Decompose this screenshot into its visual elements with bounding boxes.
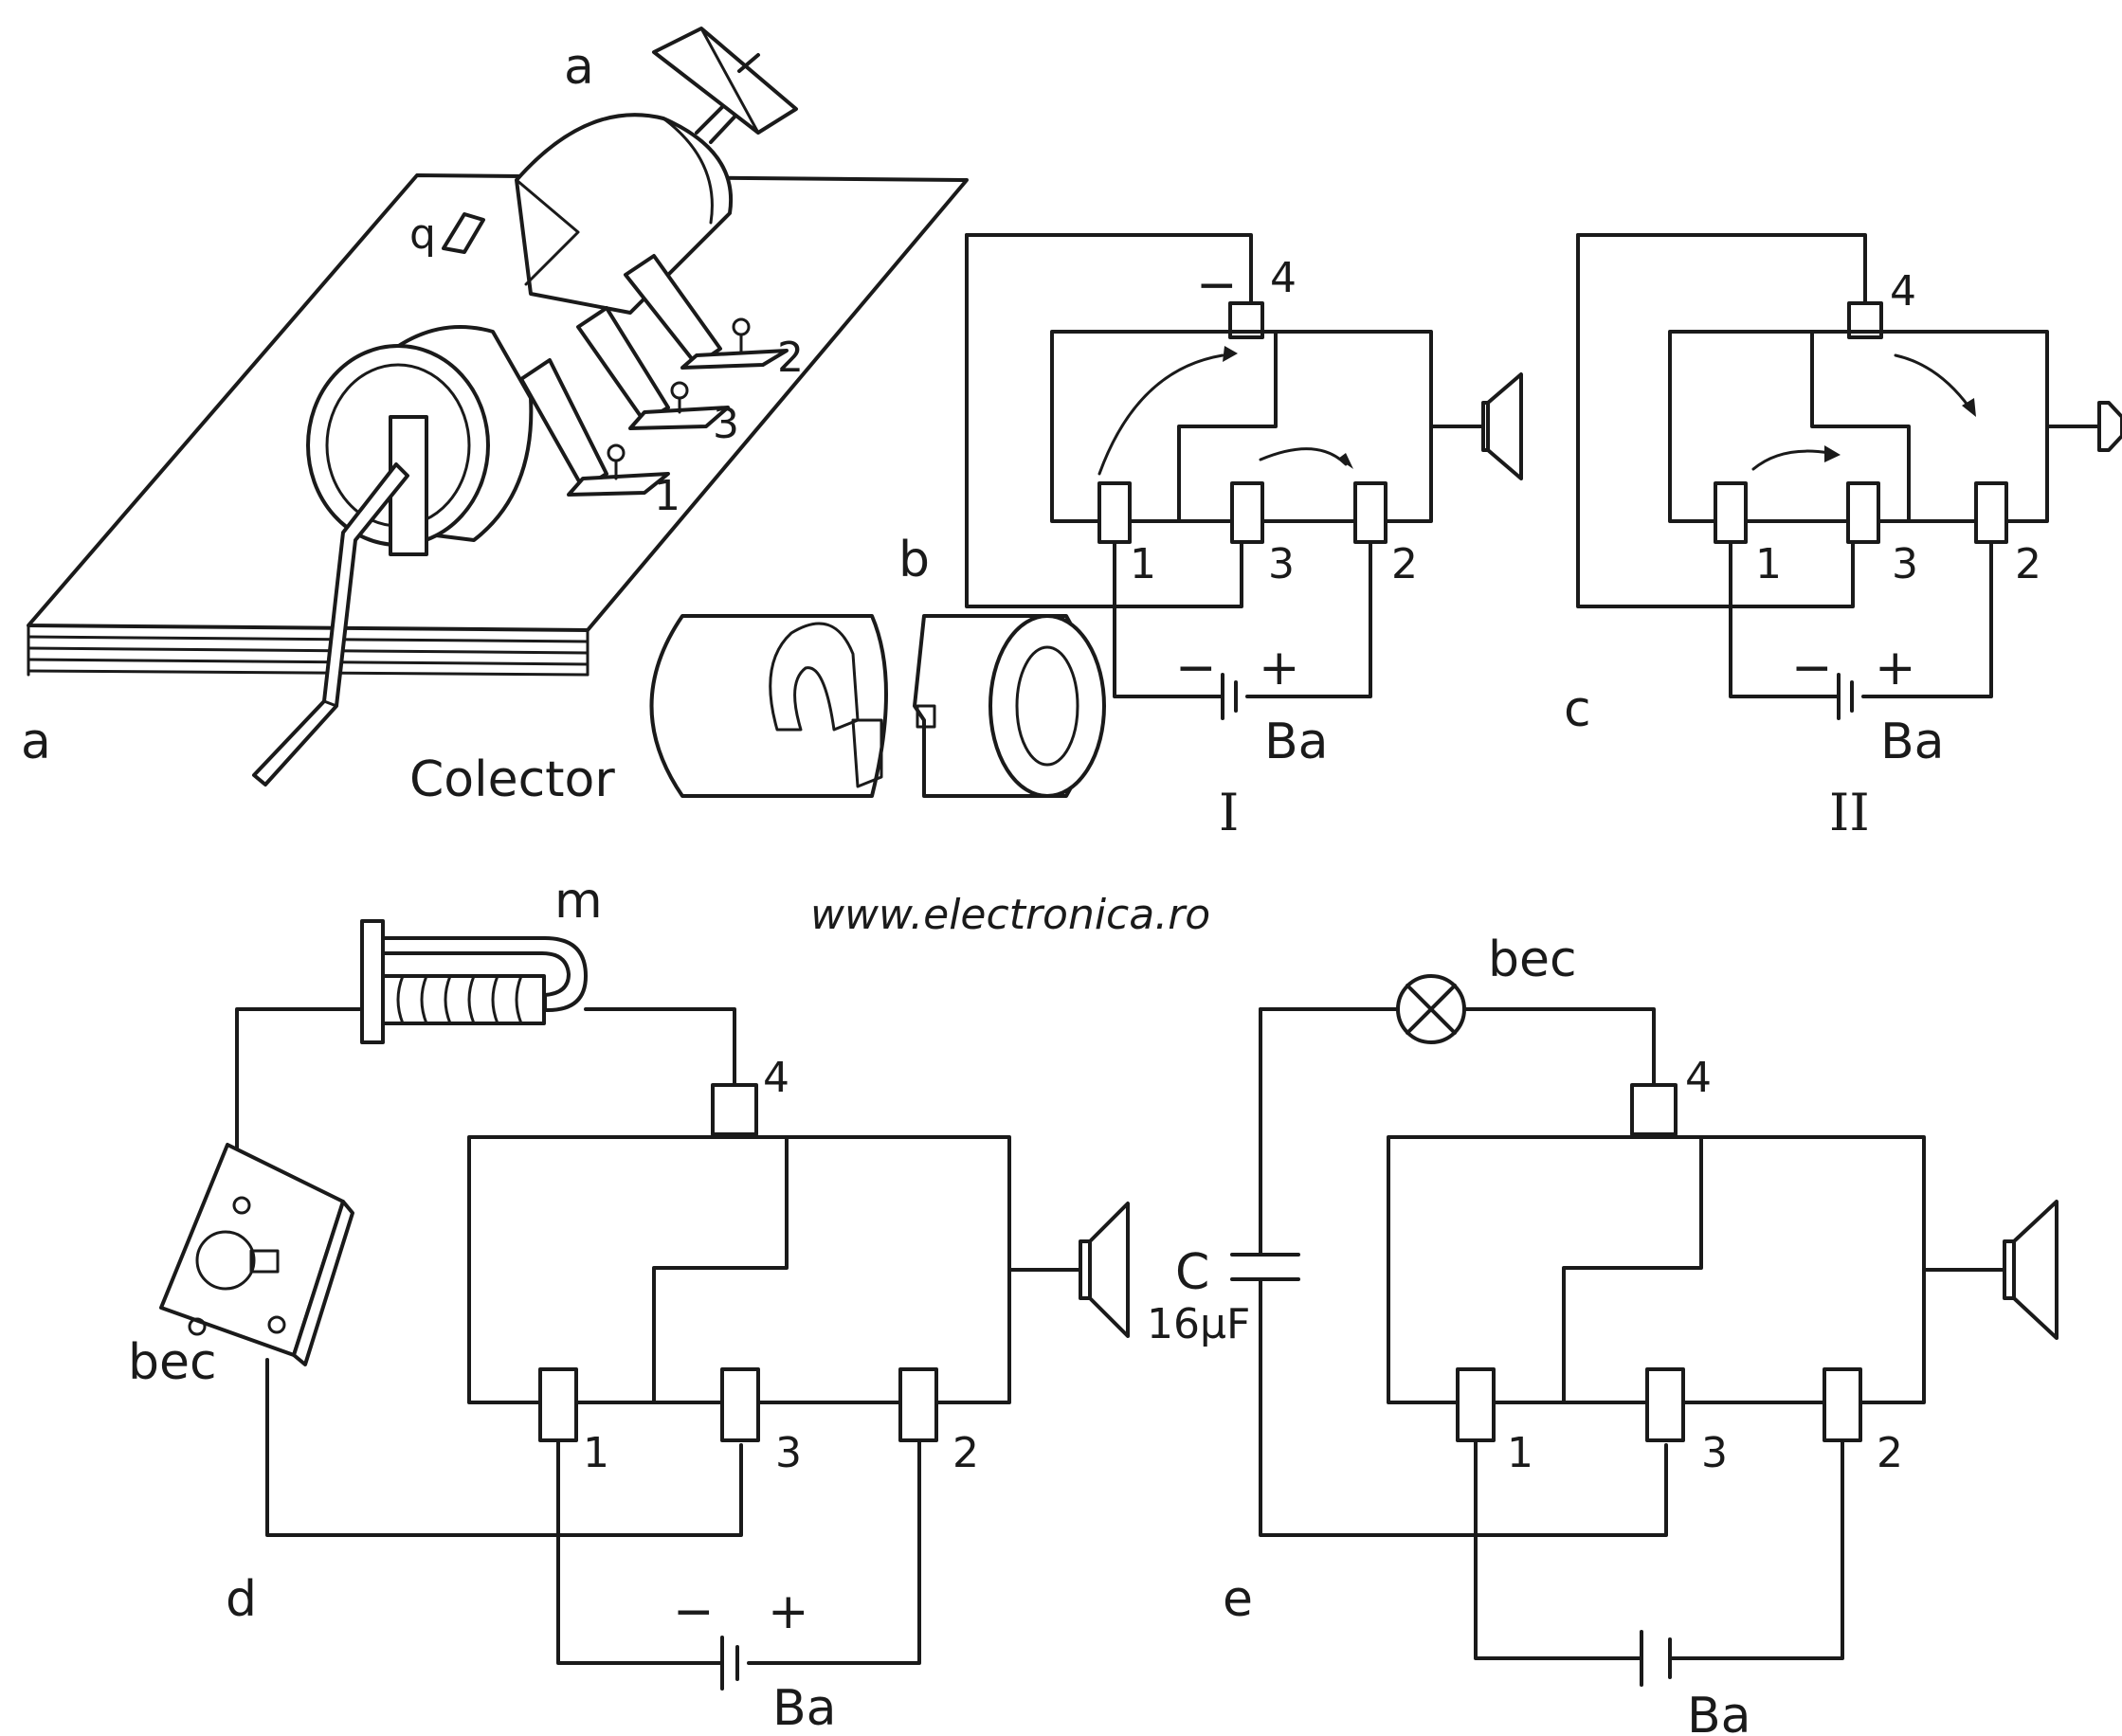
panel-letter-d: d — [226, 1571, 257, 1628]
label-terminal-3: 3 — [713, 400, 739, 448]
pulley-top — [652, 27, 798, 144]
housing-cylinder — [515, 113, 734, 315]
label-battery: Ba — [1880, 714, 1945, 770]
label-bat-plus: + — [1875, 640, 1916, 696]
capacitor-c — [1230, 1253, 1300, 1281]
brush-strips — [519, 254, 789, 497]
label-terminal-1: 1 — [654, 472, 680, 520]
label-terminal-1: 1 — [1507, 1429, 1533, 1477]
label-bec: bec — [128, 1334, 217, 1391]
label-battery: Ba — [1687, 1688, 1751, 1736]
collector-illustration: Colector — [409, 614, 1106, 808]
label-terminal-1: 1 — [1755, 540, 1782, 588]
label-bat-minus: − — [1791, 640, 1833, 696]
label-terminal-2: 2 — [1391, 540, 1418, 588]
lamp-bec-symbol — [1396, 974, 1466, 1044]
panel-letter-a: a — [21, 714, 51, 770]
label-roman-II: II — [1829, 783, 1870, 842]
label-bat-minus: − — [673, 1583, 715, 1640]
motor-m — [360, 919, 588, 1044]
panel-b-circuit-I: − 4 1 3 2 − + Ba I b — [898, 233, 1523, 842]
label-brush-4: 4 — [1685, 1054, 1712, 1102]
label-bat-plus: + — [768, 1583, 809, 1640]
lamp-bec — [159, 1143, 354, 1366]
label-terminal-3: 3 — [1892, 540, 1918, 588]
label-q: q — [409, 210, 436, 259]
label-motor-m: m — [554, 873, 603, 930]
tab-q — [442, 212, 485, 254]
panel-letter-c: c — [1564, 681, 1591, 738]
panel-e-circuit: bec 4 C 16μF 1 3 2 Ba e — [1147, 931, 2059, 1736]
label-terminal-3: 3 — [775, 1429, 802, 1477]
label-battery: Ba — [1264, 714, 1329, 770]
label-terminal-2: 2 — [2015, 540, 2041, 588]
label-capacitor-value: 16μF — [1147, 1300, 1250, 1348]
label-terminal-1: 1 — [1130, 540, 1156, 588]
panel-a-mechanism: a q 2 3 1 a — [21, 27, 969, 787]
label-battery: Ba — [772, 1680, 837, 1736]
label-terminal-1: 1 — [583, 1429, 609, 1477]
panel-letter-e: e — [1223, 1571, 1253, 1628]
brush-4 — [1630, 1083, 1678, 1136]
panel-c-circuit-II: 4 1 3 2 − + Ba II c — [1564, 233, 2122, 842]
label-terminal-3: 3 — [1701, 1429, 1728, 1477]
crank-handle — [252, 462, 409, 787]
label-capacitor-c: C — [1175, 1244, 1209, 1301]
label-roman-I: I — [1219, 783, 1239, 842]
label-minus-top: − — [1196, 257, 1238, 314]
brush-4 — [711, 1083, 758, 1136]
panel-d-circuit: m 4 bec 1 3 2 − + Ba d — [128, 873, 1130, 1736]
label-brush-4: 4 — [763, 1054, 789, 1102]
label-bec: bec — [1488, 931, 1577, 988]
label-part-a: a — [564, 39, 594, 96]
label-terminal-2: 2 — [1877, 1429, 1903, 1477]
watermark-url: www.electronica.ro — [810, 891, 1210, 939]
label-terminal-2: 2 — [777, 334, 804, 382]
label-terminal-3: 3 — [1268, 540, 1295, 588]
front-drum — [306, 325, 534, 556]
speaker — [2097, 401, 2122, 452]
label-terminal-2: 2 — [952, 1429, 979, 1477]
label-bat-plus: + — [1259, 640, 1300, 696]
label-colector: Colector — [409, 751, 615, 808]
label-bat-minus: − — [1175, 640, 1217, 696]
label-brush-4: 4 — [1270, 254, 1297, 302]
panel-letter-b: b — [898, 532, 930, 588]
label-brush-4: 4 — [1890, 267, 1916, 316]
